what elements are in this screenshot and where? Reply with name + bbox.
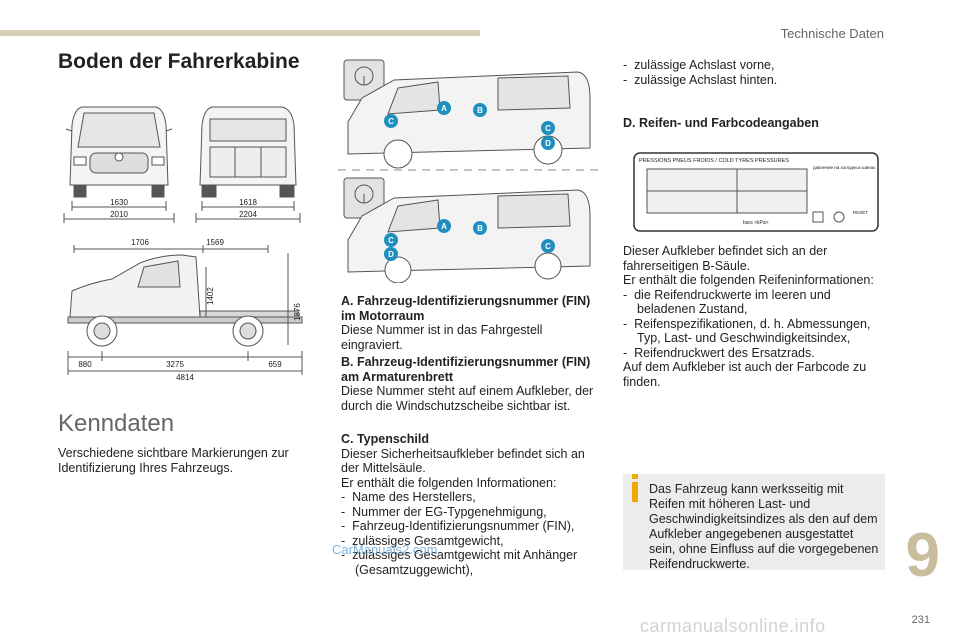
dimension-drawings: 1630 2010 1618 2204 1706 1569 1402 1876 … bbox=[63, 106, 303, 382]
page-number: 231 bbox=[911, 614, 930, 626]
list-item: - zulässige Achslast hinten. bbox=[623, 72, 778, 87]
sticker-ru: давление на холодных шинах bbox=[813, 165, 876, 170]
list-item: - Reifenspezifikationen, d. h. Abmessung… bbox=[623, 316, 871, 346]
marker-labels: A B C C D A B C D C bbox=[384, 101, 555, 261]
top-accent-bar bbox=[0, 30, 480, 36]
marker-a-bottom: A bbox=[441, 222, 447, 231]
dim-top-left: 1706 bbox=[131, 238, 149, 247]
dim-overhang-front: 880 bbox=[78, 360, 92, 369]
list-item: - die Reifendruckwerte im leeren und bel… bbox=[623, 287, 831, 317]
vehicle-marker-illustrations: A B C C D A B C D C bbox=[338, 59, 600, 283]
section-d-text1: Dieser Aufkleber befindet sich an der fa… bbox=[623, 244, 828, 273]
dim-rear-outer: 2204 bbox=[239, 210, 257, 219]
page-title: Boden der Fahrerkabine bbox=[58, 50, 300, 73]
info-box: Das Fahrzeug kann werksseitig mit Reifen… bbox=[623, 474, 885, 571]
list-item: - Fahrzeug-Identifizierungsnummer (FIN), bbox=[341, 519, 575, 533]
watermark-carmanuals2: CarManuals2.com bbox=[332, 542, 438, 557]
section-header: Technische Daten bbox=[780, 26, 884, 41]
marker-d-bottom: D bbox=[388, 250, 394, 259]
section-c-continued: - zulässige Achslast vorne, - zulässige … bbox=[623, 58, 888, 87]
section-a-title: A. Fahrzeug-Identifizierungsnummer (FIN)… bbox=[341, 294, 591, 323]
dim-length: 4814 bbox=[176, 373, 194, 382]
marker-c-bottom-right: C bbox=[545, 242, 551, 251]
section-d-body: Dieser Aufkleber befindet sich an der fa… bbox=[623, 244, 888, 389]
sticker-unit: bars <kPa> bbox=[743, 220, 769, 226]
section-c: C. Typenschild Dieser Sicherheitsaufkleb… bbox=[341, 432, 596, 577]
section-c-intro: Er enthält die folgenden Informationen: bbox=[341, 475, 557, 490]
section-a-text: Diese Nummer ist in das Fahrgestell eing… bbox=[341, 323, 543, 352]
section-c-text: Dieser Sicherheitsaufkleber befindet sic… bbox=[341, 446, 585, 476]
dim-front-outer: 2010 bbox=[110, 210, 128, 219]
marker-b-top: B bbox=[477, 106, 483, 115]
list-item: - Name des Herstellers, bbox=[341, 490, 476, 504]
section-d-intro: Er enthält die folgenden Reifeninformati… bbox=[623, 273, 874, 287]
list-item: - zulässiges Gesamtgewicht mit Anhänger … bbox=[341, 548, 578, 577]
dim-overhang-rear: 659 bbox=[268, 360, 282, 369]
watermark-carmanualsonline: carmanualsonline.info bbox=[640, 616, 826, 636]
chapter-number: 9 bbox=[905, 521, 940, 590]
kenndaten-text: Verschiedene sichtbare Markierungen zur … bbox=[58, 446, 289, 475]
section-a: A. Fahrzeug-Identifizierungsnummer (FIN)… bbox=[341, 294, 596, 352]
list-item: - Nummer der EG-Typgenehmigung, bbox=[341, 504, 547, 519]
tyre-pressure-sticker: PRESSIONS PNEUS FROIDS / COLD TYRES PRES… bbox=[633, 152, 879, 232]
sticker-reset: RESET bbox=[853, 210, 868, 215]
dim-wheelbase: 3275 bbox=[166, 360, 184, 369]
kenndaten-heading: Kenndaten bbox=[58, 410, 175, 437]
section-b-title: B. Fahrzeug-Identifizierungsnummer (FIN)… bbox=[341, 355, 591, 384]
van-top-drawing bbox=[338, 59, 600, 171]
marker-d-top: D bbox=[545, 139, 551, 148]
front-view-drawing bbox=[63, 106, 175, 223]
van-bottom-drawing bbox=[343, 177, 591, 283]
marker-b-bottom: B bbox=[477, 224, 483, 233]
dim-height-cab: 1402 bbox=[206, 287, 215, 305]
marker-c-top-left: C bbox=[388, 117, 394, 126]
section-c-title: C. Typenschild bbox=[341, 432, 429, 446]
info-box-text: Das Fahrzeug kann werksseitig mit Reifen… bbox=[649, 482, 879, 571]
dim-top-right: 1569 bbox=[206, 238, 224, 247]
list-item: - zulässiges Gesamtgewicht, bbox=[341, 533, 504, 548]
list-item: - Reifendruckwert des Ersatzrads. bbox=[623, 345, 815, 360]
rear-view-drawing bbox=[195, 106, 301, 223]
section-b-text: Diese Nummer steht auf einem Aufkleber, … bbox=[341, 384, 594, 413]
dim-front-inner: 1630 bbox=[110, 198, 128, 207]
section-b: B. Fahrzeug-Identifizierungsnummer (FIN)… bbox=[341, 355, 596, 413]
section-d-title: D. Reifen- und Farbcodeangaben bbox=[623, 116, 819, 130]
info-icon bbox=[632, 474, 638, 502]
section-d-text2: Auf dem Aufkleber ist auch der Farbcode … bbox=[623, 360, 867, 389]
marker-c-bottom-left: C bbox=[388, 236, 394, 245]
marker-a-top: A bbox=[441, 104, 447, 113]
side-view-drawing bbox=[67, 245, 303, 375]
dim-rear-inner: 1618 bbox=[239, 198, 257, 207]
list-item: - zulässige Achslast vorne, bbox=[623, 58, 775, 72]
marker-c-top-right: C bbox=[545, 124, 551, 133]
sticker-title: PRESSIONS PNEUS FROIDS / COLD TYRES PRES… bbox=[639, 158, 789, 164]
dim-height-total: 1876 bbox=[293, 303, 302, 321]
